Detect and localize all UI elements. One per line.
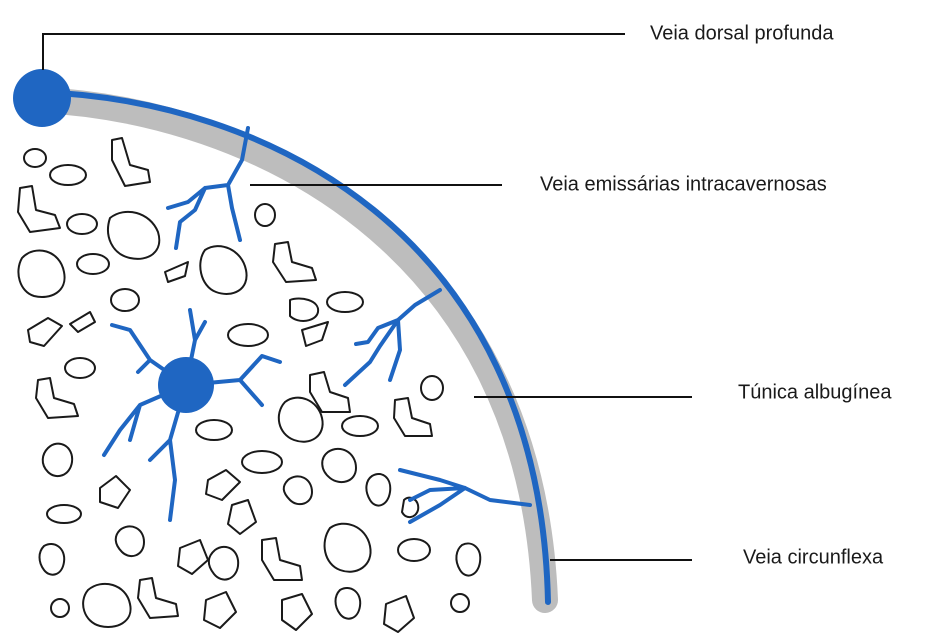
lacuna	[108, 212, 159, 259]
lacuna	[165, 262, 188, 282]
lacuna	[421, 376, 443, 400]
lacuna	[456, 544, 480, 576]
lacuna	[366, 474, 390, 506]
emissary-vein-lower	[400, 470, 530, 522]
lacuna	[70, 312, 95, 332]
lacuna	[111, 289, 139, 311]
lacuna	[279, 398, 323, 442]
lacuna	[196, 420, 232, 440]
dorsal-vein-leader	[43, 34, 625, 70]
lacuna	[322, 449, 356, 482]
lacuna	[112, 138, 150, 186]
lacuna	[342, 416, 378, 436]
lacuna	[209, 547, 238, 580]
tunica-albuginea-band	[40, 100, 545, 600]
lacuna	[200, 246, 246, 294]
lacuna	[100, 476, 130, 508]
lacuna	[327, 292, 363, 312]
lacuna	[394, 398, 432, 436]
lacuna	[204, 592, 236, 628]
lacuna	[206, 470, 240, 500]
lacuna	[262, 538, 302, 580]
lacuna	[28, 318, 62, 346]
lacuna	[273, 242, 316, 282]
lacuna	[138, 578, 178, 618]
lacuna	[384, 596, 414, 632]
lacuna	[18, 186, 60, 232]
lacuna	[47, 505, 81, 523]
lacuna	[18, 250, 64, 297]
lacuna	[242, 451, 282, 473]
lacuna	[398, 539, 430, 561]
sinusoidal-spaces	[18, 138, 480, 632]
label-emissary-veins: Veia emissárias intracavernosas	[540, 173, 827, 195]
lacuna	[77, 254, 109, 274]
lacuna	[51, 599, 69, 617]
lacuna	[40, 544, 65, 575]
lacuna	[228, 324, 268, 346]
lacuna	[228, 500, 256, 534]
label-tunica-albuginea: Túnica albugínea	[738, 381, 892, 403]
lacuna	[451, 594, 469, 612]
lacuna	[116, 526, 144, 556]
lacuna	[284, 476, 312, 504]
deep-dorsal-vein	[13, 69, 71, 127]
lacuna	[65, 358, 95, 378]
lacuna	[24, 149, 46, 167]
label-circumflex-vein: Veia circunflexa	[743, 546, 884, 568]
central-vein	[158, 357, 214, 413]
lacuna	[36, 378, 78, 418]
lacuna	[282, 594, 312, 630]
lacuna	[43, 444, 72, 476]
lacuna	[67, 214, 97, 234]
lacuna	[336, 588, 361, 619]
diagram-labels: Veia dorsal profunda Veia emissárias int…	[540, 22, 892, 568]
lacuna	[290, 299, 318, 321]
lacuna	[255, 204, 275, 226]
lacuna	[83, 584, 130, 627]
lacuna	[325, 524, 371, 572]
lacuna	[178, 540, 208, 574]
lacuna	[50, 165, 86, 185]
lacuna	[302, 322, 328, 346]
label-dorsal-vein: Veia dorsal profunda	[650, 22, 834, 44]
